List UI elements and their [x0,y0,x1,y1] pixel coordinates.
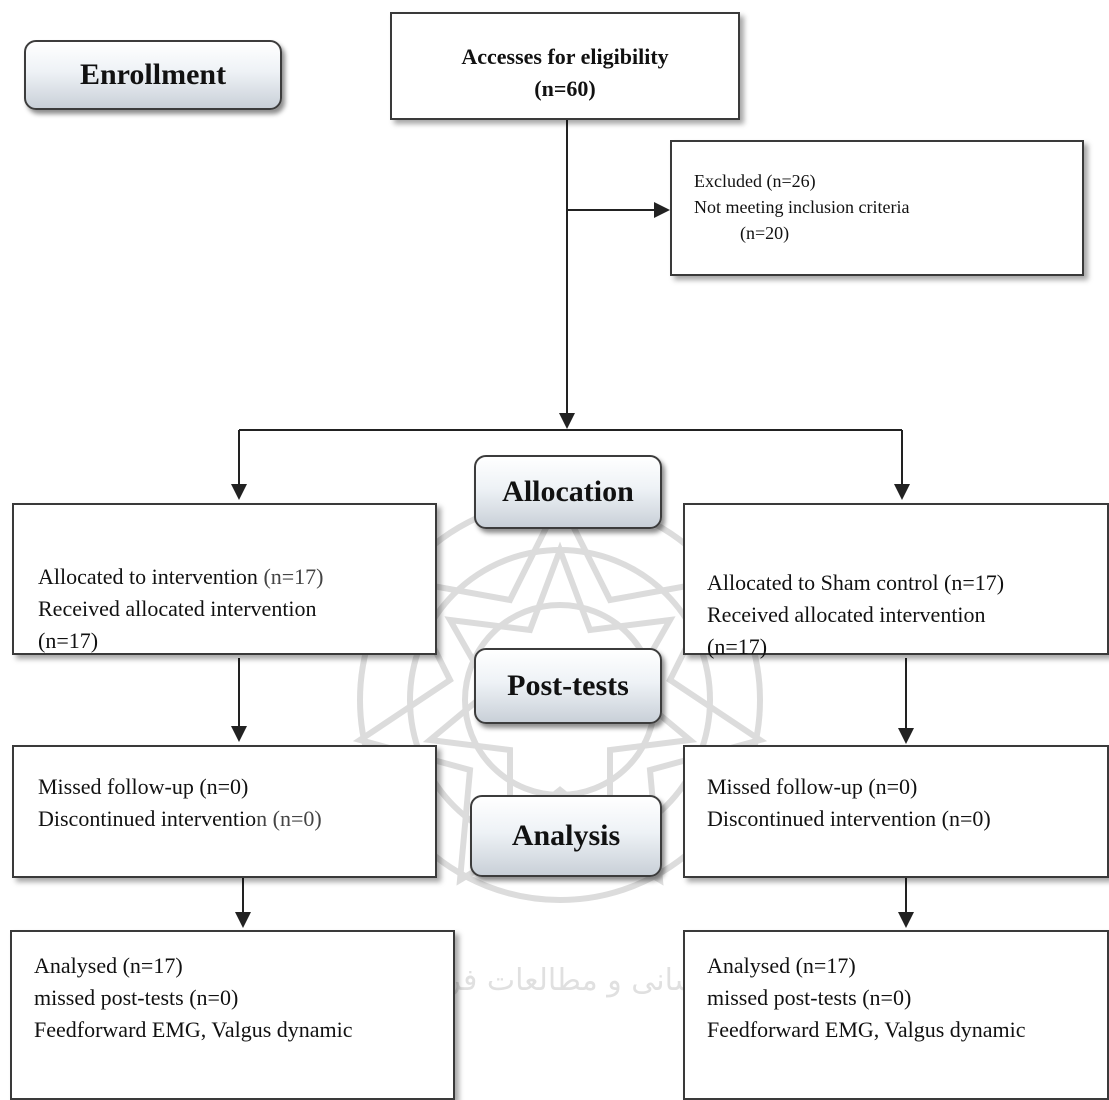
intervention-received-text: Received allocated intervention [38,596,317,621]
stage-post-tests-label: Post-tests [507,669,629,702]
eligibility-count: (n=60) [534,76,596,101]
intervention-received-count: (n=17) [38,628,99,653]
stage-allocation-label: Allocation [502,475,634,508]
control-missed-followup: Missed follow-up (n=0) [707,774,918,799]
control-allocated-text: Allocated to Sham control (n=17) [707,570,1005,595]
excluded-reason: Not meeting inclusion criteria [694,197,910,217]
control-discontinued: Discontinued intervention (n=0) [707,806,991,831]
intervention-allocated-text: Allocated to intervention (n=17) [38,564,324,589]
intervention-analysed: Analysed (n=17) [34,953,183,978]
excluded-reason-count: (n=20) [740,223,790,243]
stage-enrollment: Enrollment [24,40,282,110]
excluded-box: Excluded (n=26) Not meeting inclusion cr… [670,140,1084,276]
stage-post-tests: Post-tests [474,648,662,724]
stage-enrollment-label: Enrollment [79,58,227,91]
intervention-missed-posttests: missed post-tests (n=0) [34,985,239,1010]
stage-allocation: Allocation [474,455,662,529]
control-received-count: (n=17) [707,634,768,659]
stage-analysis: Analysis [470,795,662,877]
control-followup-box: Missed follow-up (n=0) Discontinued inte… [683,745,1109,878]
control-allocation-box: Allocated to Sham control (n=17) Receive… [683,503,1109,659]
control-outcomes: Feedforward EMG, Valgus dynamic [707,1017,1026,1042]
intervention-discontinued: Discontinued intervention (n=0) [38,806,322,831]
excluded-total: Excluded (n=26) [694,171,816,191]
intervention-outcomes: Feedforward EMG, Valgus dynamic [34,1017,353,1042]
eligibility-box: Accesses for eligibility (n=60) [390,12,740,120]
stage-analysis-label: Analysis [511,819,621,852]
intervention-analysis-box: Analysed (n=17) missed post-tests (n=0) … [10,930,455,1100]
eligibility-title: Accesses for eligibility [461,44,669,69]
control-analysis-box: Analysed (n=17) missed post-tests (n=0) … [683,930,1109,1100]
control-received-text: Received allocated intervention [707,602,986,627]
intervention-followup-box: Missed follow-up (n=0) Discontinued inte… [12,745,437,878]
control-missed-posttests: missed post-tests (n=0) [707,985,912,1010]
intervention-missed-followup: Missed follow-up (n=0) [38,774,249,799]
intervention-allocation-box: Allocated to intervention (n=17) Receive… [12,503,437,655]
control-analysed: Analysed (n=17) [707,953,856,978]
